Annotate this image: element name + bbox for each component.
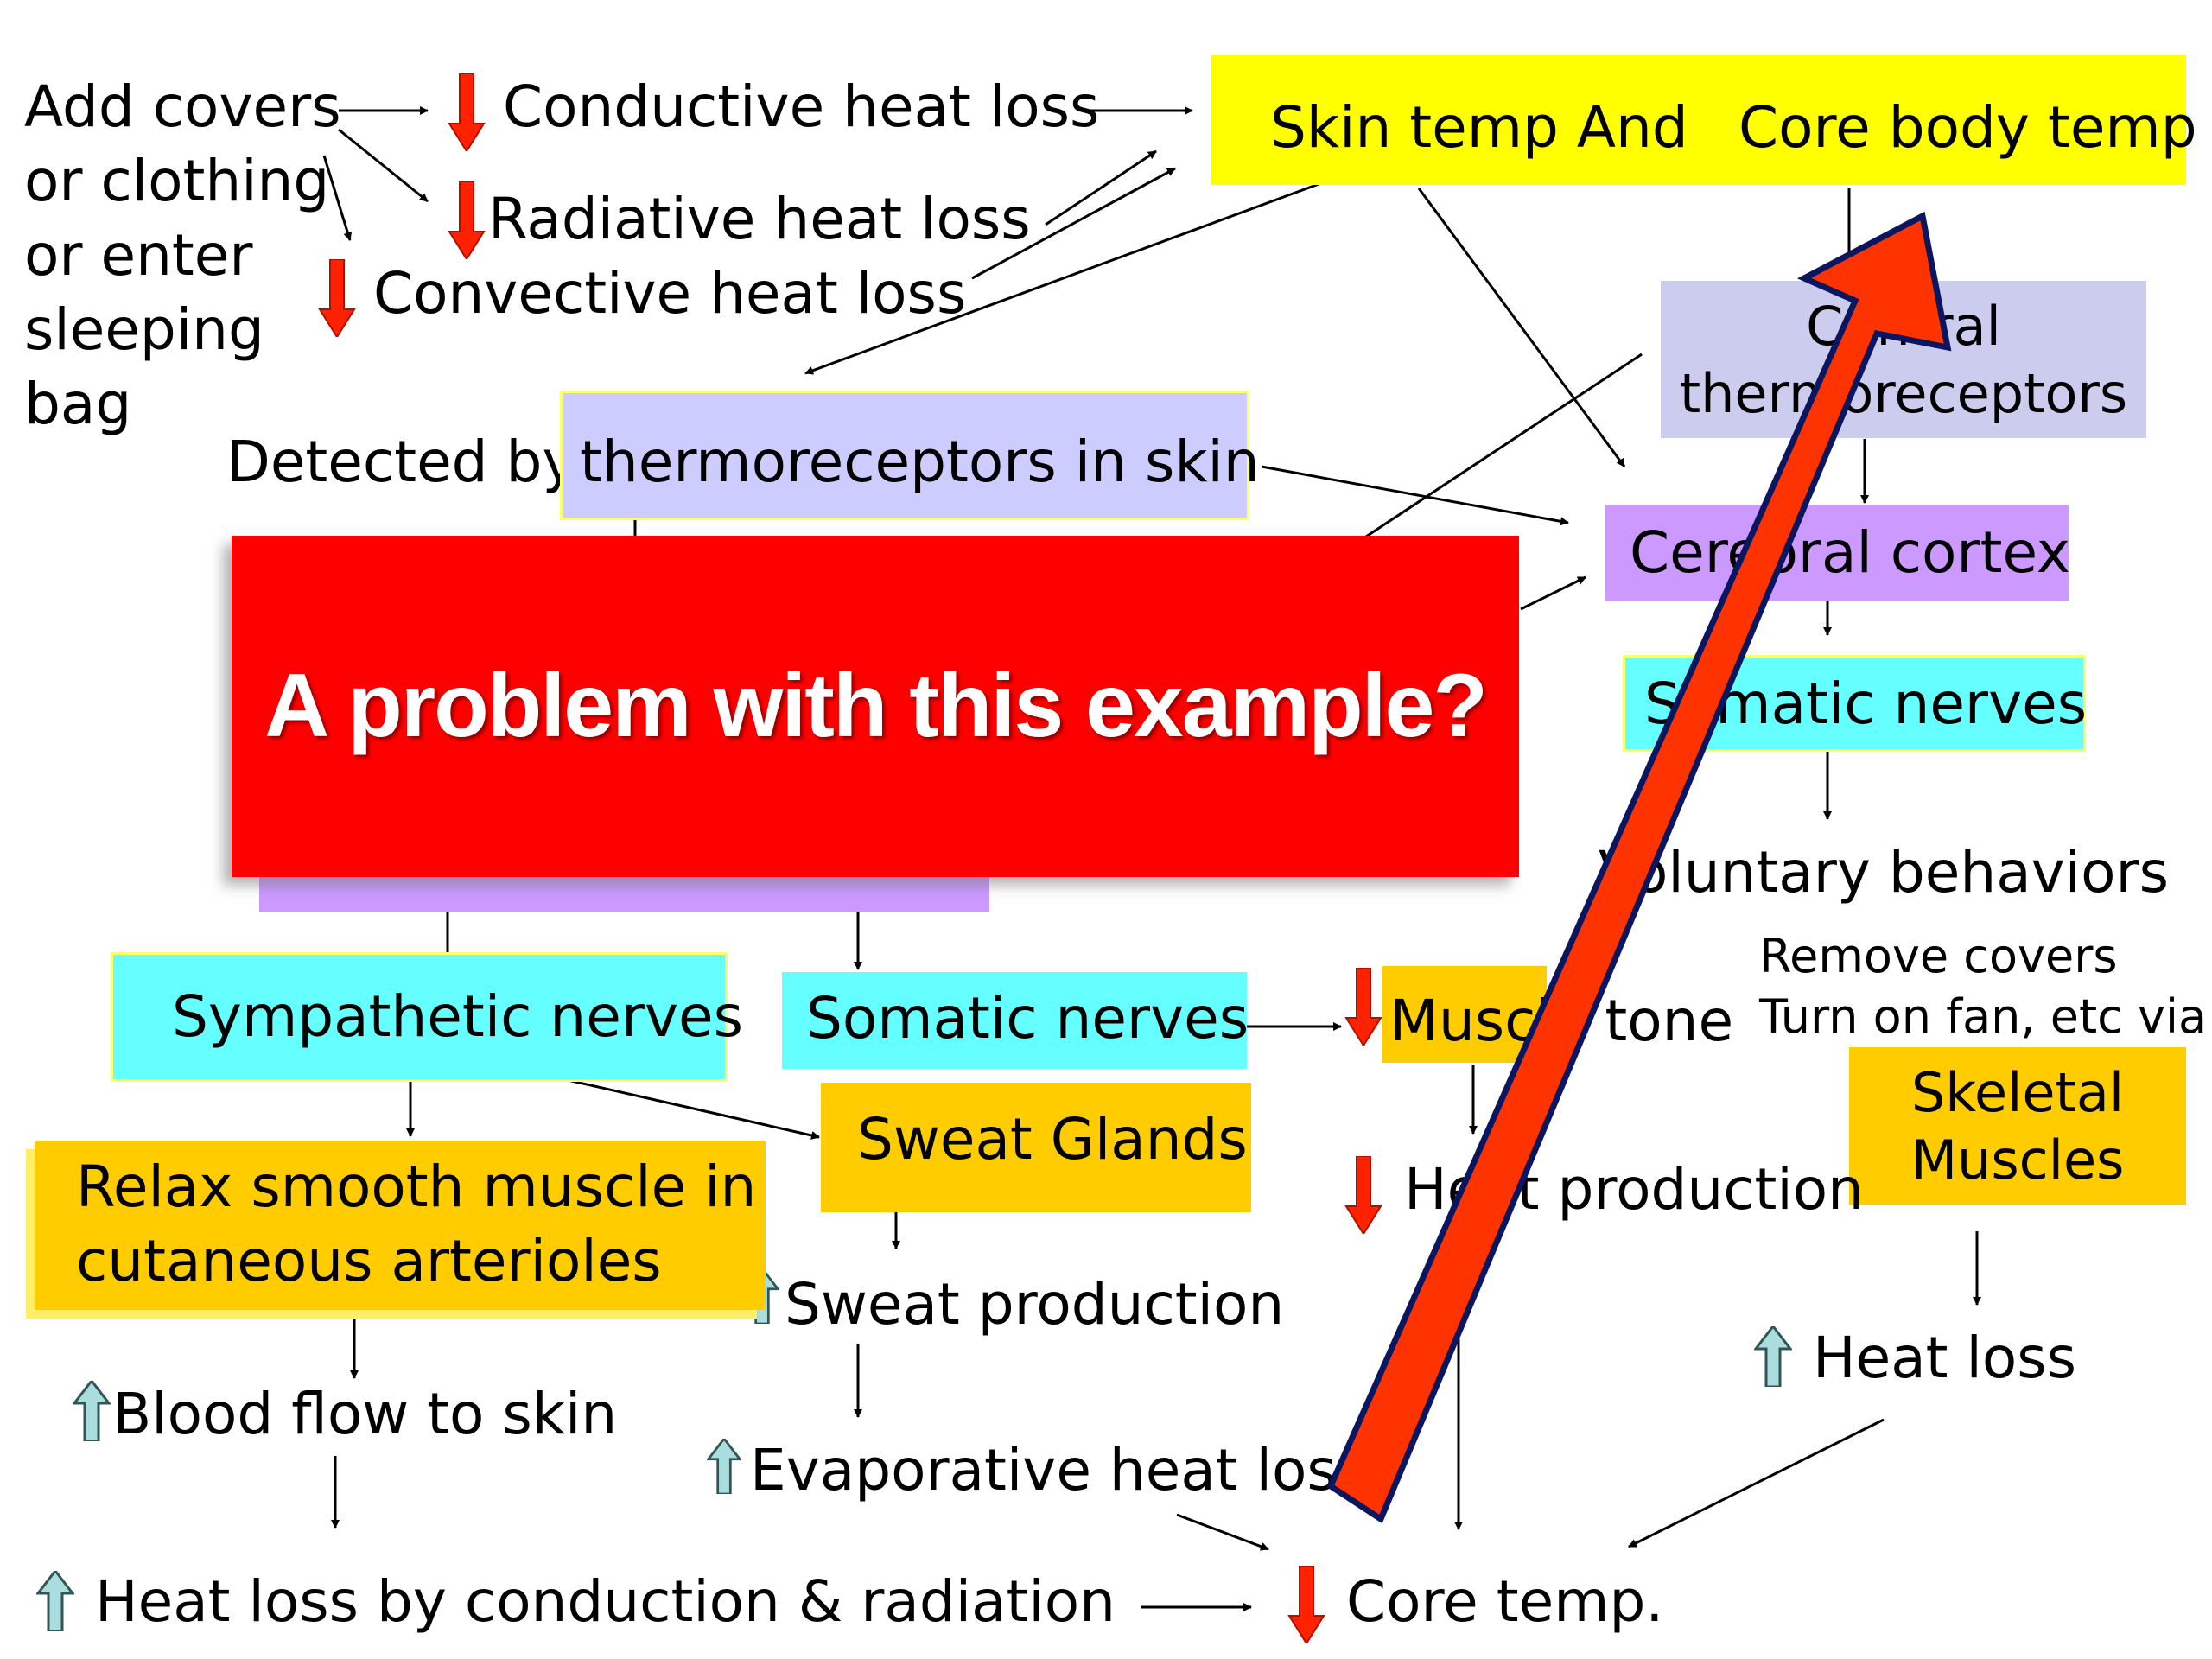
heat-loss-right: Heat loss [1813, 1325, 2077, 1391]
add-covers-line-4: sleeping [24, 296, 264, 363]
convective-heat-loss: Convective heat loss [373, 260, 967, 327]
cerebral-cortex-label: Cerebral cortex [1630, 519, 2070, 586]
voluntary-behaviors: Voluntary behaviors [1599, 839, 2169, 906]
skin-core-temp-box: Skin temp And Core body temp [1211, 55, 2197, 185]
conductive-heat-loss: Conductive heat loss [503, 73, 1100, 140]
arrow-radiative-skin [1045, 149, 1157, 226]
arrow-heatloss-coretemp [1628, 1418, 1885, 1548]
skeletal-line-2: Muscles [1910, 1128, 2125, 1192]
arrow-covers-radiative [338, 128, 429, 203]
skeletal-line-1: Skeletal [1910, 1061, 2125, 1124]
cerebral-cortex-box: Cerebral cortex [1605, 505, 2070, 601]
arrow-receptors-cortex [1261, 465, 1569, 526]
core-temp: Core temp. [1346, 1568, 1664, 1635]
arrow-skin-cortex [1417, 188, 1626, 467]
sweat-glands-box: Sweat Glands [821, 1083, 1251, 1212]
arrow-covers-convective [322, 155, 353, 241]
radiative-heat-loss: Radiative heat loss [488, 186, 1031, 252]
add-covers-line-2: or clothing [24, 148, 330, 214]
detected-by-label: Detected by [226, 429, 576, 495]
core-body-temp-label: Core body temp [1738, 94, 2197, 161]
problem-overlay-text: A problem with this example? [264, 656, 1488, 756]
sympathetic-nerves-box: Sympathetic nerves [111, 952, 743, 1082]
arrow-skin-detected [804, 167, 1362, 375]
evaporative-heat-loss: Evaporative heat loss [750, 1437, 1367, 1503]
central-thermoreceptors-box: Central thermoreceptors [1661, 281, 2146, 438]
somatic-nerves-middle-label: Somatic nerves [806, 985, 1249, 1052]
arrow-convective-skin [971, 167, 1176, 280]
thermoreceptors-skin-box: thermoreceptors in skin [560, 391, 1260, 520]
skin-temp-label: Skin temp And [1270, 94, 1688, 161]
add-covers-line-3: or enter [24, 222, 253, 289]
problem-overlay-card: A problem with this example? [232, 536, 1519, 877]
sympathetic-nerves-label: Sympathetic nerves [172, 983, 743, 1050]
heat-loss-conduction-radiation: Heat loss by conduction & radiation [95, 1568, 1116, 1635]
relax-smooth-muscle-box: Relax smooth muscle in cutaneous arterio… [35, 1141, 766, 1310]
skeletal-muscles-box: Skeletal Muscles [1849, 1047, 2186, 1205]
remove-covers: Remove covers [1759, 929, 2118, 983]
sweat-glands-label: Sweat Glands [857, 1106, 1248, 1173]
add-covers-line-1: Add covers [24, 73, 341, 140]
relax-line-2: cutaneous arterioles [76, 1228, 662, 1294]
add-covers-line-5: bag [24, 371, 132, 437]
line-central-hypothalamus [1360, 353, 1643, 542]
muscle-tone-box [1382, 966, 1547, 1063]
blood-flow-to-skin: Blood flow to skin [112, 1381, 618, 1447]
turn-on-fan: Turn on fan, etc via [1759, 989, 2208, 1044]
thermoreceptors-skin-label: thermoreceptors in skin [580, 429, 1260, 495]
sweat-production: Sweat production [785, 1271, 1285, 1338]
central-thermoreceptors-line-2: thermoreceptors [1679, 362, 2128, 425]
arrow-hypothalamus-cortex [1520, 575, 1586, 611]
somatic-nerves-middle-box: Somatic nerves [782, 972, 1249, 1069]
relax-line-1: Relax smooth muscle in [76, 1154, 757, 1220]
arrow-evaporative-coretemp [1176, 1513, 1269, 1551]
